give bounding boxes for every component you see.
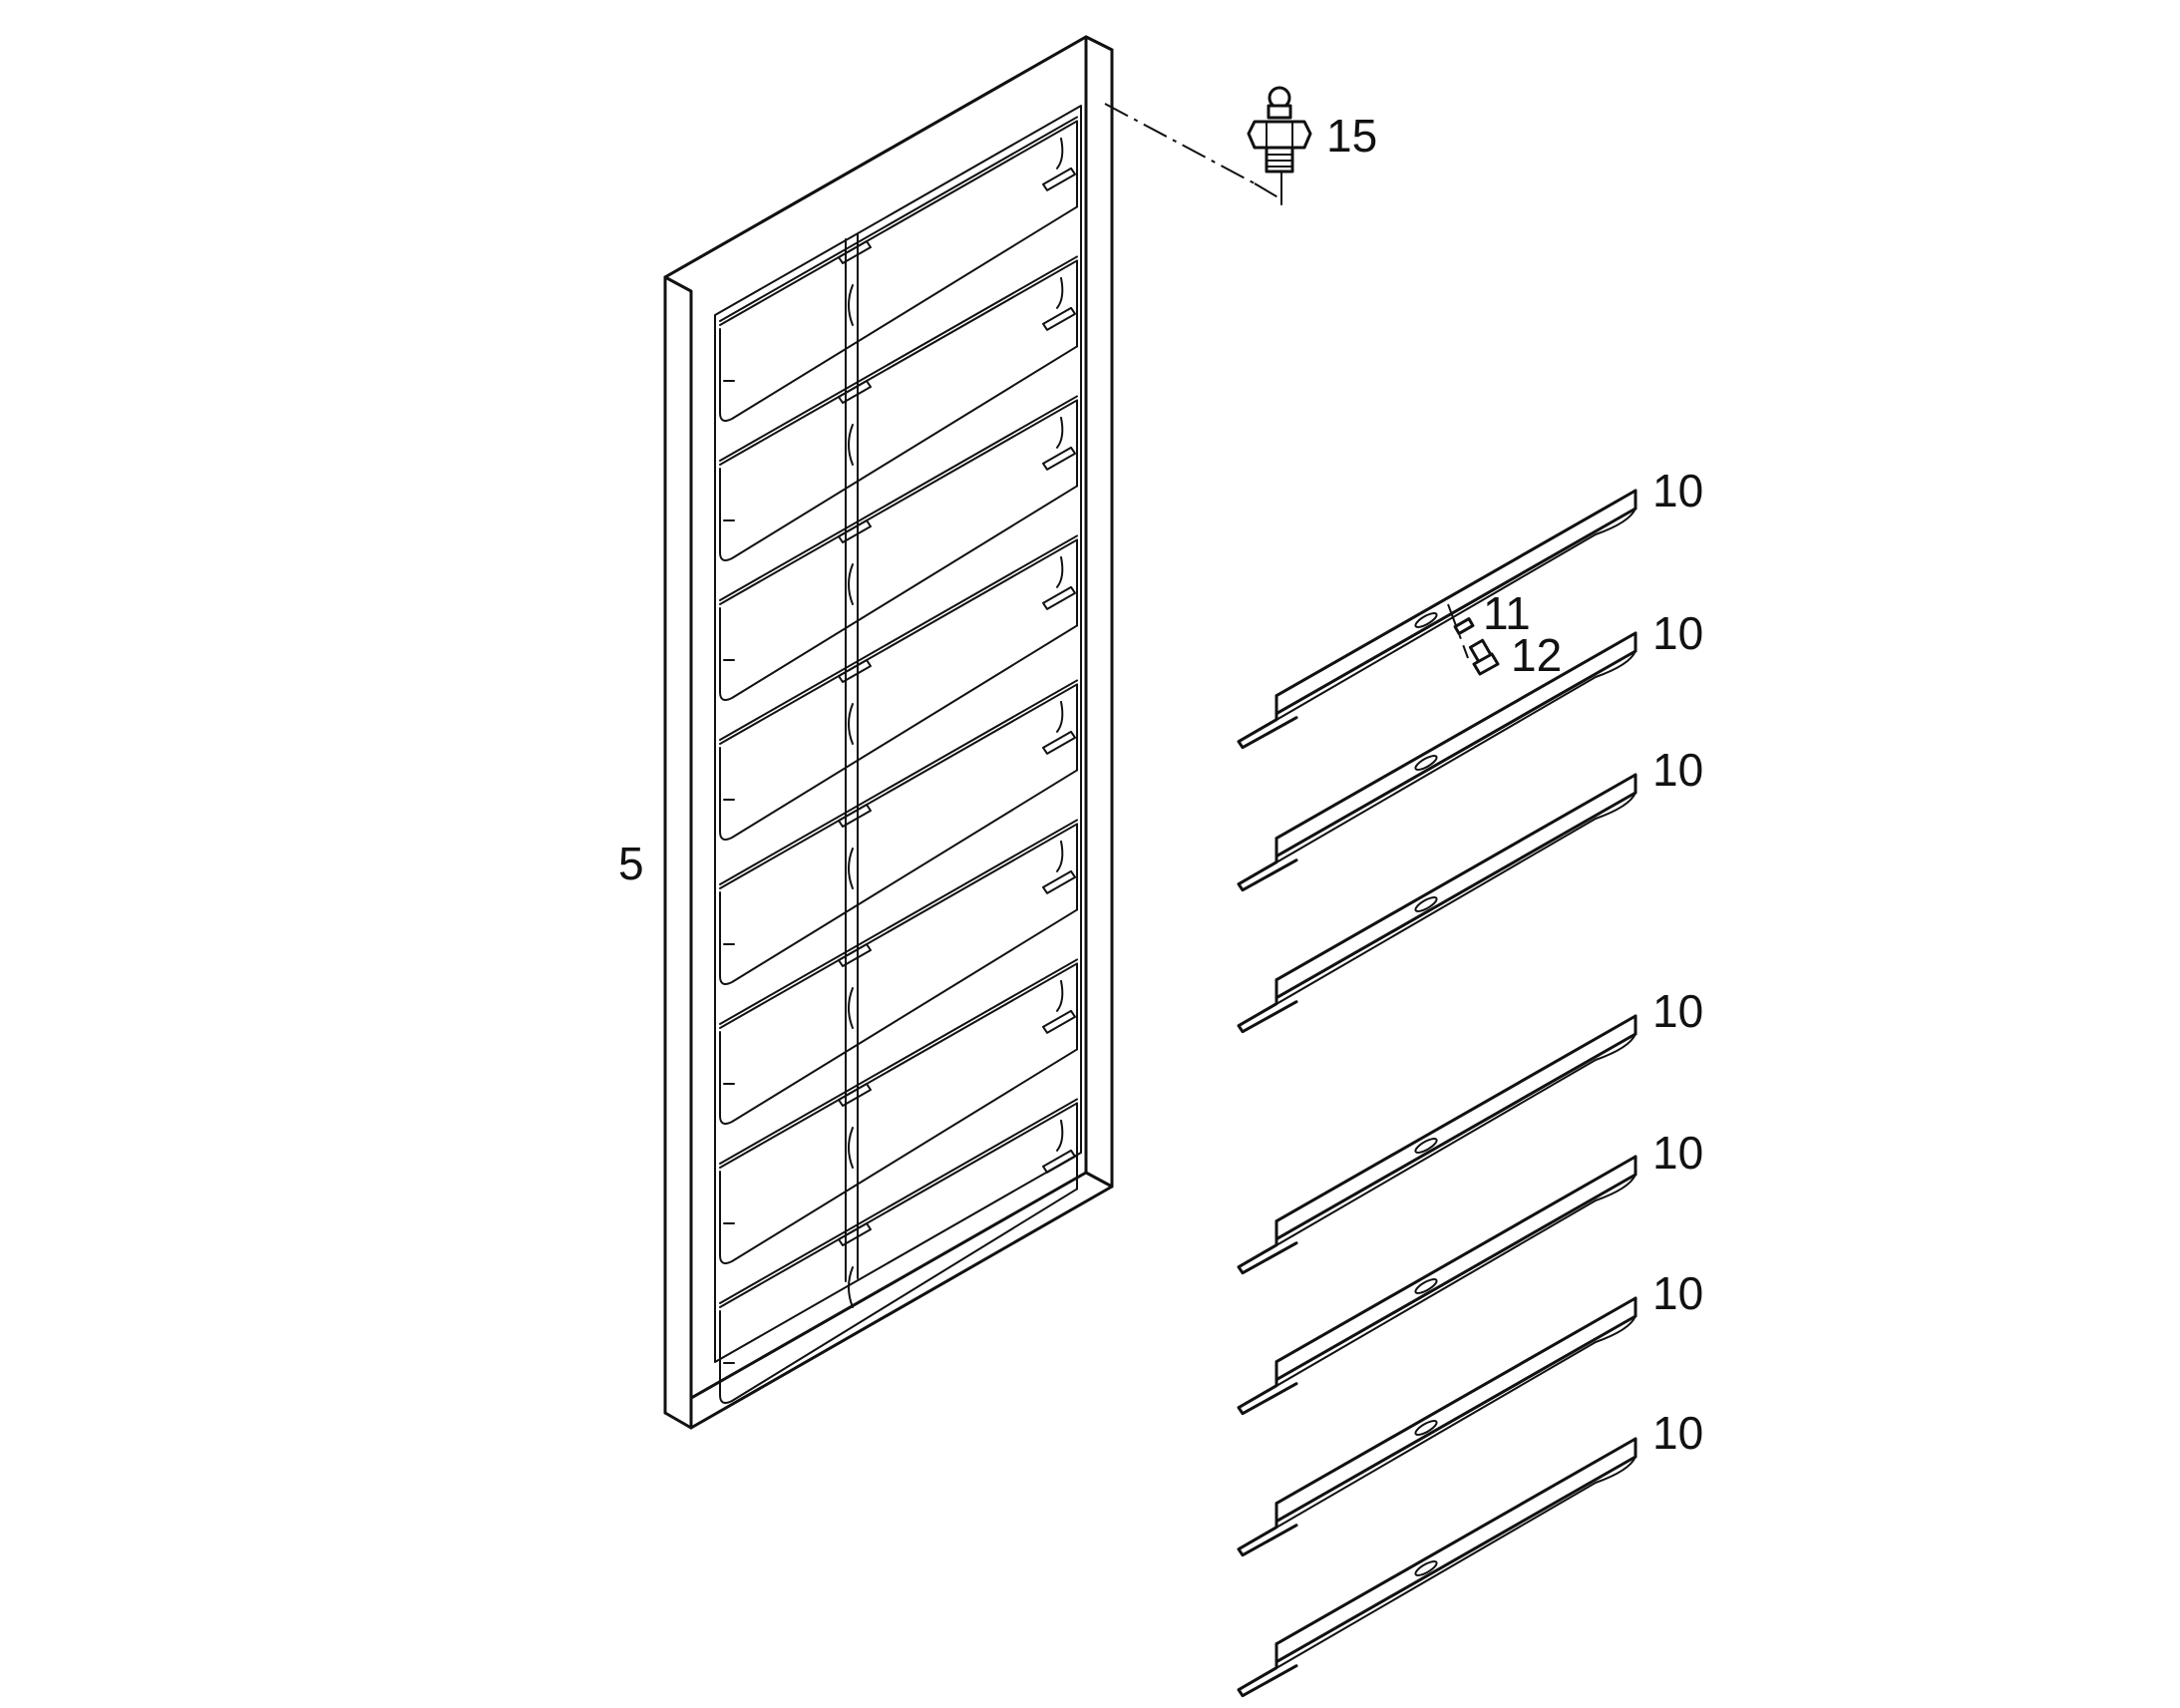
callout-10-g: 10 [1652, 1407, 1703, 1459]
callout-5: 5 [618, 838, 644, 889]
frame-blade [719, 679, 1078, 985]
bolt-part [1468, 638, 1500, 676]
frame-blade [719, 819, 1078, 1125]
washer-part [1453, 617, 1475, 635]
louver-slat [1237, 1437, 1637, 1698]
louver-slat [1237, 489, 1637, 750]
louver-slat [1237, 631, 1637, 892]
frame-blade [719, 395, 1078, 701]
frame-blade [719, 534, 1078, 841]
grease-fitting-part [1104, 86, 1312, 205]
callout-11: 11 [1483, 587, 1531, 639]
slat-hardware [1447, 603, 1500, 676]
louver-slat [1237, 773, 1637, 1034]
callout-15: 15 [1326, 110, 1377, 162]
louver-slat-stack [1237, 489, 1637, 1698]
frame-blade [719, 1098, 1078, 1404]
louver-slat [1237, 1155, 1637, 1416]
frame-blade [719, 255, 1078, 561]
callout-12: 12 [1511, 629, 1562, 681]
callout-10-f: 10 [1652, 1267, 1703, 1319]
louver-frame-part [663, 35, 1114, 1430]
frame-blade-row [719, 116, 1078, 1404]
callout-10-d: 10 [1652, 985, 1703, 1037]
callout-10-b: 10 [1652, 607, 1703, 659]
callout-10-c: 10 [1652, 744, 1703, 796]
louver-slat [1237, 1014, 1637, 1275]
callout-labels: 5 15 10 11 12 10 10 10 10 10 10 [618, 110, 1703, 1459]
louver-slat [1237, 1296, 1637, 1557]
frame-blade [719, 116, 1078, 422]
callout-10-e: 10 [1652, 1127, 1703, 1179]
callout-10-a: 10 [1652, 465, 1703, 516]
frame-blade [719, 958, 1078, 1264]
